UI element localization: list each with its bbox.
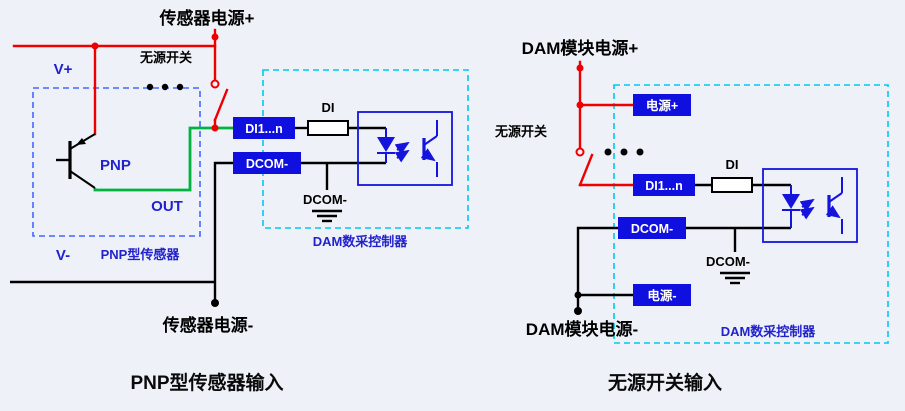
vminus-black-wiring (10, 161, 233, 307)
di-resistor-label: DI (726, 157, 739, 172)
dam-power-plus-label: DAM模块电源+ (522, 38, 639, 58)
sensor-power-minus-label: 传感器电源- (162, 315, 254, 335)
led-icon (782, 194, 800, 209)
light-arrow-icon (394, 141, 410, 155)
switch-contact-icon (210, 79, 220, 89)
out-green-wire (93, 126, 233, 192)
dam-controller-boundary-box (262, 69, 469, 229)
power-plus-block-label: 电源+ (646, 98, 678, 113)
junction-dot (211, 33, 219, 41)
junction-dot (574, 307, 582, 315)
di-channel-block: DI1...n (633, 174, 695, 196)
left-diagram-title: PNP型传感器输入 (130, 371, 283, 394)
di-resistor-label: DI (322, 100, 335, 115)
v-plus-label: V+ (54, 61, 73, 78)
dcom-block-label: DCOM- (631, 222, 673, 236)
junction-dot (576, 64, 584, 72)
di-channel-block: DI1...n (233, 117, 295, 139)
di-channel-block-label: DI1...n (245, 122, 283, 136)
power-plus-red-wiring (576, 60, 635, 150)
power-minus-black-wiring (574, 226, 633, 315)
pnp-transistor-symbol (56, 133, 96, 189)
dcom-block: DCOM- (233, 152, 301, 174)
dcom-block: DCOM- (618, 217, 686, 239)
dam-controller-caption: DAM数采控制器 (721, 324, 817, 339)
emitter-arrow-icon (76, 138, 86, 145)
phototransistor-emitter-arrow-icon (420, 148, 436, 162)
junction-dot (576, 101, 584, 109)
junction-dot (91, 42, 99, 50)
junction-dot (211, 299, 219, 307)
junction-dot (211, 124, 219, 132)
v-minus-label: V- (56, 247, 70, 264)
dam-controller-boundary-box (613, 84, 889, 344)
pnp-sensor-input-diagram: DI1...n DCOM- DI DCOM- (10, 8, 469, 394)
di-resistor (711, 177, 753, 193)
ellipsis-dots (146, 83, 184, 91)
switch-contact-icon (575, 147, 585, 157)
out-label: OUT (151, 198, 183, 215)
light-arrow-icon (799, 206, 815, 220)
di-resistor (307, 120, 349, 136)
optocoupler-symbol (762, 168, 858, 243)
sensor-power-plus-label: 传感器电源+ (159, 8, 255, 28)
power-minus-block-label: 电源- (647, 288, 676, 303)
light-arrow-icon (799, 198, 815, 212)
light-arrow-icon (394, 149, 410, 163)
passive-switch-symbol (575, 147, 635, 187)
junction-dot (574, 291, 582, 299)
dam-power-minus-label: DAM模块电源- (526, 319, 638, 339)
dcom-ground-symbol: DCOM- (303, 163, 347, 223)
power-plus-block: 电源+ (633, 94, 691, 116)
passive-switch-label: 无源开关 (139, 50, 192, 65)
led-icon (377, 137, 395, 152)
vplus-red-wiring (12, 28, 219, 136)
pnp-sensor-boundary-box (32, 87, 201, 237)
ellipsis-dots (604, 148, 644, 156)
passive-switch-symbol (210, 79, 229, 130)
dcom-ground-symbol: DCOM- (706, 228, 750, 285)
power-minus-block: 电源- (633, 284, 691, 306)
dcom-block-label: DCOM- (246, 157, 288, 171)
pnp-sensor-caption: PNP型传感器 (101, 247, 181, 262)
passive-switch-label: 无源开关 (494, 124, 547, 139)
optocoupler-symbol (357, 111, 453, 186)
dcom-ground-label: DCOM- (303, 192, 347, 207)
pnp-label: PNP (100, 157, 131, 174)
right-diagram-title: 无源开关输入 (608, 371, 722, 394)
passive-switch-input-diagram: 电源+ DI1...n DCOM- 电源- DI DCOM- (494, 38, 889, 394)
di-channel-block-label: DI1...n (645, 179, 683, 193)
phototransistor-emitter-arrow-icon (825, 205, 841, 219)
dcom-ground-label: DCOM- (706, 254, 750, 269)
dam-controller-caption: DAM数采控制器 (313, 234, 409, 249)
